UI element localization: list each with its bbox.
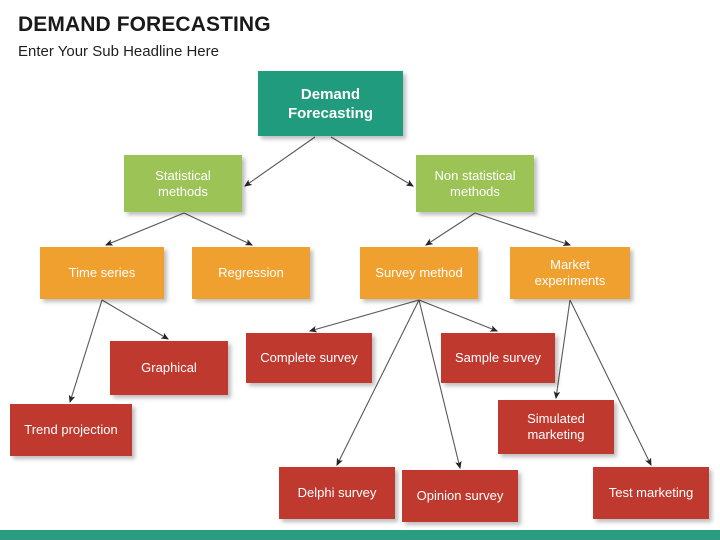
edge-root-to-stat bbox=[244, 136, 316, 187]
node-survey[interactable]: Survey method bbox=[360, 247, 478, 299]
edge-stat-to-timeser bbox=[104, 212, 185, 246]
node-graphical[interactable]: Graphical bbox=[110, 341, 228, 395]
edge-nonstat-to-market bbox=[474, 212, 572, 247]
node-label: Delphi survey bbox=[297, 485, 377, 500]
node-label: Complete survey bbox=[260, 350, 358, 365]
node-timeser[interactable]: Time series bbox=[40, 247, 164, 299]
node-sample[interactable]: Sample survey bbox=[441, 333, 555, 383]
node-regress[interactable]: Regression bbox=[192, 247, 310, 299]
node-trendproj[interactable]: Trend projection bbox=[10, 404, 132, 456]
slide-header: DEMAND FORECASTING Enter Your Sub Headli… bbox=[18, 12, 618, 63]
edge-root-to-nonstat bbox=[330, 136, 414, 187]
edge-survey-to-opinion bbox=[418, 299, 462, 470]
edge-market-to-simulated bbox=[553, 299, 571, 400]
node-label: Graphical bbox=[141, 360, 197, 375]
bottom-accent-bar bbox=[0, 530, 720, 540]
node-label: Test marketing bbox=[608, 485, 694, 500]
edge-nonstat-to-survey bbox=[425, 212, 476, 246]
edge-timeser-to-trendproj bbox=[68, 299, 103, 404]
edge-survey-to-sample bbox=[418, 299, 499, 332]
page-subtitle: Enter Your Sub Headline Here bbox=[18, 43, 219, 60]
node-label: Trend projection bbox=[24, 422, 118, 437]
page-title: DEMAND FORECASTING bbox=[18, 13, 271, 36]
node-testmkt[interactable]: Test marketing bbox=[593, 467, 709, 519]
node-label: Survey method bbox=[375, 265, 463, 280]
edge-survey-to-complete bbox=[308, 299, 420, 333]
node-label: Regression bbox=[218, 265, 284, 280]
node-label: Opinion survey bbox=[416, 488, 504, 503]
node-label: Time series bbox=[68, 265, 136, 280]
node-label: Sample survey bbox=[455, 350, 541, 365]
edge-stat-to-regress bbox=[183, 212, 253, 246]
edge-timeser-to-graphical bbox=[101, 299, 169, 340]
node-delphi[interactable]: Delphi survey bbox=[279, 467, 395, 519]
node-opinion[interactable]: Opinion survey bbox=[402, 470, 518, 522]
node-complete[interactable]: Complete survey bbox=[246, 333, 372, 383]
